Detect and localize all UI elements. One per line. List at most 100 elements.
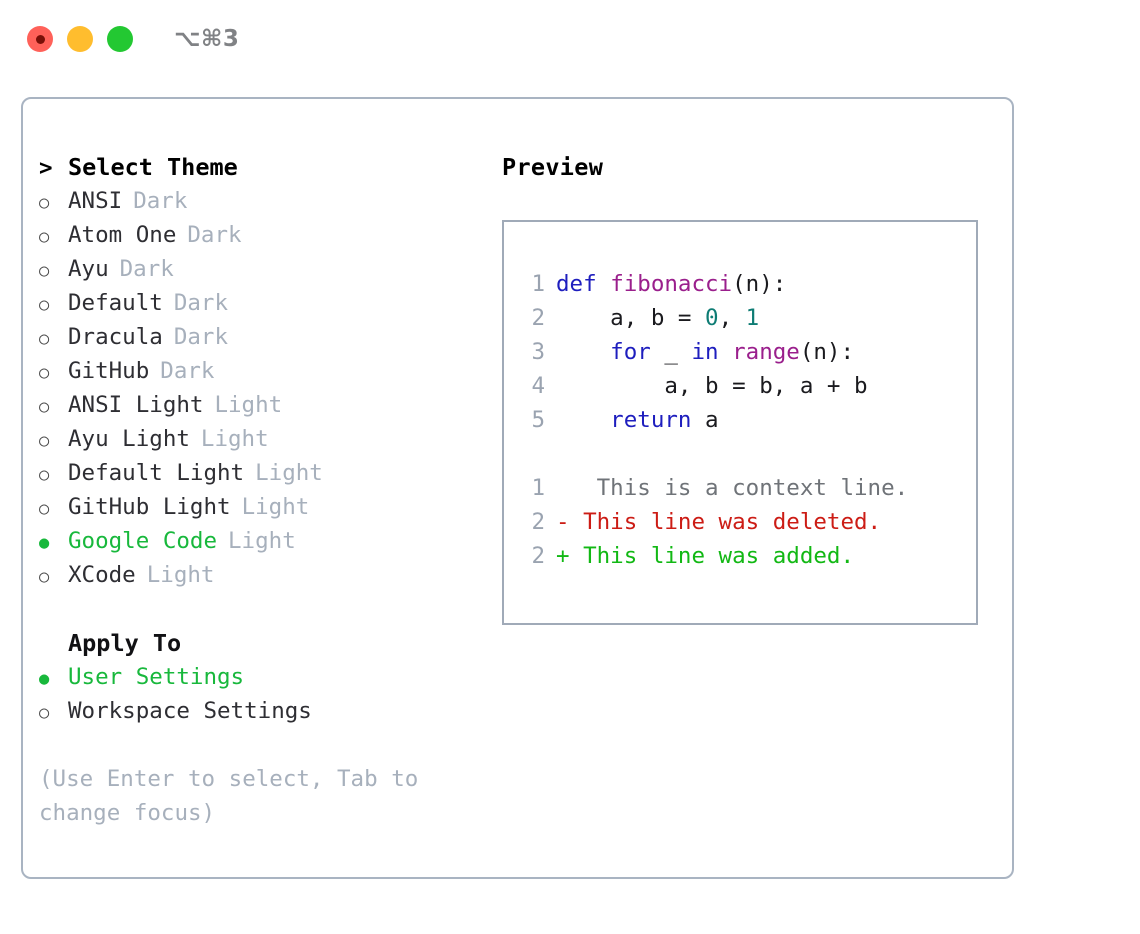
close-button[interactable] [27, 26, 53, 52]
theme-list-item[interactable]: ● Google Code Light [39, 524, 499, 558]
prompt-caret-icon: > [39, 155, 53, 181]
keyboard-hint: (Use Enter to select, Tab to change focu… [39, 762, 469, 830]
theme-variant-badge: Light [228, 528, 296, 554]
theme-name: Dracula [68, 324, 163, 350]
code-diff-spacer [515, 437, 970, 471]
apply-to-option-label: Workspace Settings [68, 698, 312, 724]
theme-name: ANSI Light [68, 392, 204, 418]
radio-unselected-icon[interactable]: ○ [39, 193, 50, 213]
apply-to-option[interactable]: ● User Settings [39, 660, 499, 694]
theme-list-item[interactable]: ○ GitHub Light Light [39, 490, 499, 524]
theme-list-item[interactable]: ○ ANSI Light Light [39, 388, 499, 422]
apply-to-option-label: User Settings [68, 664, 245, 690]
radio-unselected-icon[interactable]: ○ [39, 363, 50, 383]
code-token-plain: a, b = b, a + b [556, 373, 868, 399]
theme-list-item[interactable]: ○ GitHub Dark [39, 354, 499, 388]
line-number: 2 [531, 509, 545, 535]
diff-line-text: This line was deleted. [569, 509, 882, 535]
code-line: 3 for _ in range(n): [515, 335, 970, 369]
select-theme-label: Select Theme [68, 153, 238, 181]
code-token-keyword: def [556, 271, 611, 297]
preview-heading: Preview [502, 153, 604, 181]
radio-unselected-icon[interactable]: ○ [39, 567, 50, 587]
diff-sign: - [556, 509, 570, 535]
line-number: 1 [531, 271, 545, 297]
theme-name: Default [68, 290, 163, 316]
radio-unselected-icon[interactable]: ○ [39, 397, 50, 417]
diff-sample-block: 1 This is a context line.2- This line wa… [515, 471, 970, 573]
line-number: 5 [531, 407, 545, 433]
section-spacer [39, 592, 499, 626]
code-line-text: def fibonacci(n): [556, 267, 786, 301]
theme-variant-badge: Light [200, 426, 269, 452]
diff-sign: + [556, 543, 570, 569]
hint-line-1: (Use Enter to select, Tab to [39, 766, 419, 792]
radio-unselected-icon[interactable]: ○ [39, 465, 50, 485]
theme-variant-badge: Light [214, 392, 283, 418]
theme-variant-badge: Dark [173, 324, 229, 350]
line-number: 1 [531, 475, 545, 501]
theme-name: Ayu [68, 256, 109, 282]
theme-list-item[interactable]: ○ Ayu Dark [39, 252, 499, 286]
code-line: 4 a, b = b, a + b [515, 369, 970, 403]
code-line: 2 a, b = 0, 1 [515, 301, 970, 335]
title-bar: ⌥⌘3 [0, 0, 1140, 78]
code-token-plain: a [705, 407, 719, 433]
code-line-text: a, b = 0, 1 [556, 301, 759, 335]
theme-variant-badge: Light [241, 494, 310, 520]
code-token-keyword: return [556, 407, 706, 433]
code-token-plain: a, b = [556, 305, 706, 331]
theme-variant-badge: Dark [119, 256, 174, 282]
theme-name: XCode [68, 562, 136, 588]
line-number: 3 [531, 339, 545, 365]
hint-line-2: change focus) [39, 800, 216, 826]
code-token-number: 0 [705, 305, 719, 331]
minimize-button[interactable] [67, 26, 93, 52]
diff-line: 1 This is a context line. [515, 471, 970, 505]
theme-list-item[interactable]: ○ Dracula Dark [39, 320, 499, 354]
diff-line: 2+ This line was added. [515, 539, 970, 573]
theme-variant-badge: Dark [160, 358, 215, 384]
radio-unselected-icon[interactable]: ○ [39, 499, 50, 519]
select-theme-prompt: > Select Theme [39, 150, 499, 184]
radio-selected-icon[interactable]: ● [39, 669, 50, 689]
radio-unselected-icon[interactable]: ○ [39, 295, 50, 315]
code-line: 5 return a [515, 403, 970, 437]
radio-unselected-icon[interactable]: ○ [39, 329, 50, 349]
code-token-function: fibonacci [610, 271, 733, 297]
theme-name: GitHub Light [68, 494, 231, 520]
apply-to-label: Apply To [68, 629, 182, 657]
radio-unselected-icon[interactable]: ○ [39, 703, 50, 723]
theme-list-item[interactable]: ○ Atom One Dark [39, 218, 499, 252]
apply-to-heading: Apply To [39, 626, 499, 660]
radio-unselected-icon[interactable]: ○ [39, 431, 50, 451]
theme-name: Google Code [68, 528, 218, 554]
theme-variant-badge: Dark [187, 222, 242, 248]
radio-selected-icon[interactable]: ● [39, 533, 50, 553]
diff-line: 2- This line was deleted. [515, 505, 970, 539]
code-token-function: range [732, 339, 800, 365]
diff-line-text: This line was added. [569, 543, 855, 569]
radio-unselected-icon[interactable]: ○ [39, 227, 50, 247]
maximize-button[interactable] [107, 26, 133, 52]
theme-name: Atom One [68, 222, 177, 248]
code-line-text: for _ in range(n): [556, 335, 854, 369]
apply-to-option[interactable]: ○ Workspace Settings [39, 694, 499, 728]
theme-variant-badge: Dark [133, 188, 188, 214]
theme-name: GitHub [68, 358, 150, 384]
radio-unselected-icon[interactable]: ○ [39, 261, 50, 281]
code-token-plain: (n): [799, 339, 855, 365]
theme-name: Default Light [68, 460, 245, 486]
